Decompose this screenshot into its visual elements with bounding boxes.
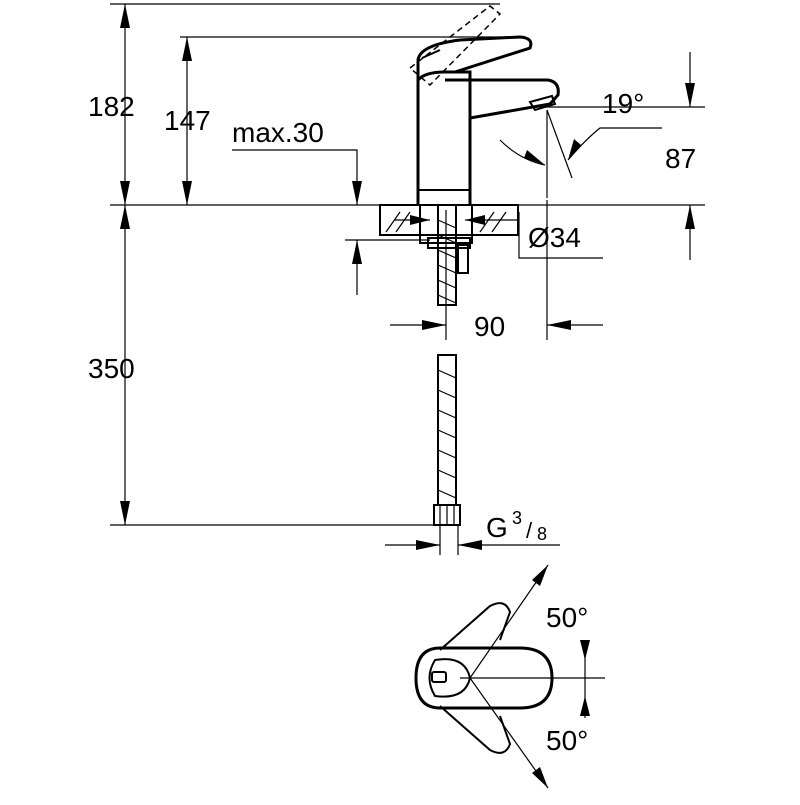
label-thread-numerator: 3	[512, 508, 522, 528]
faucet-body	[408, 5, 560, 205]
countertop-section	[379, 204, 519, 249]
label-50-degrees-bottom: 50°	[546, 725, 588, 756]
label-thread-g38: G 3 / 8	[486, 508, 547, 544]
dimension-350	[120, 205, 130, 525]
label-182: 182	[88, 91, 135, 122]
supply-hose	[433, 204, 469, 526]
label-90: 90	[474, 311, 505, 342]
label-thread-slash: /	[526, 518, 533, 543]
top-view	[414, 564, 605, 789]
dimension-19-angle	[499, 109, 662, 198]
label-thread-prefix: G	[486, 512, 508, 543]
label-87: 87	[665, 143, 696, 174]
label-147: 147	[164, 105, 211, 136]
dimension-182	[120, 4, 130, 205]
label-thread-denominator: 8	[537, 524, 547, 544]
label-diameter-34: Ø34	[528, 222, 581, 253]
side-view	[110, 3, 705, 555]
label-350: 350	[88, 353, 135, 384]
label-19-degrees: 19°	[602, 88, 644, 119]
label-max30: max.30	[232, 117, 324, 148]
dimension-147	[182, 37, 192, 205]
dimension-87	[530, 52, 705, 260]
label-50-degrees-top: 50°	[546, 602, 588, 633]
dimension-90	[390, 200, 603, 340]
dimension-thread	[385, 525, 560, 555]
dimension-max30	[232, 149, 430, 295]
